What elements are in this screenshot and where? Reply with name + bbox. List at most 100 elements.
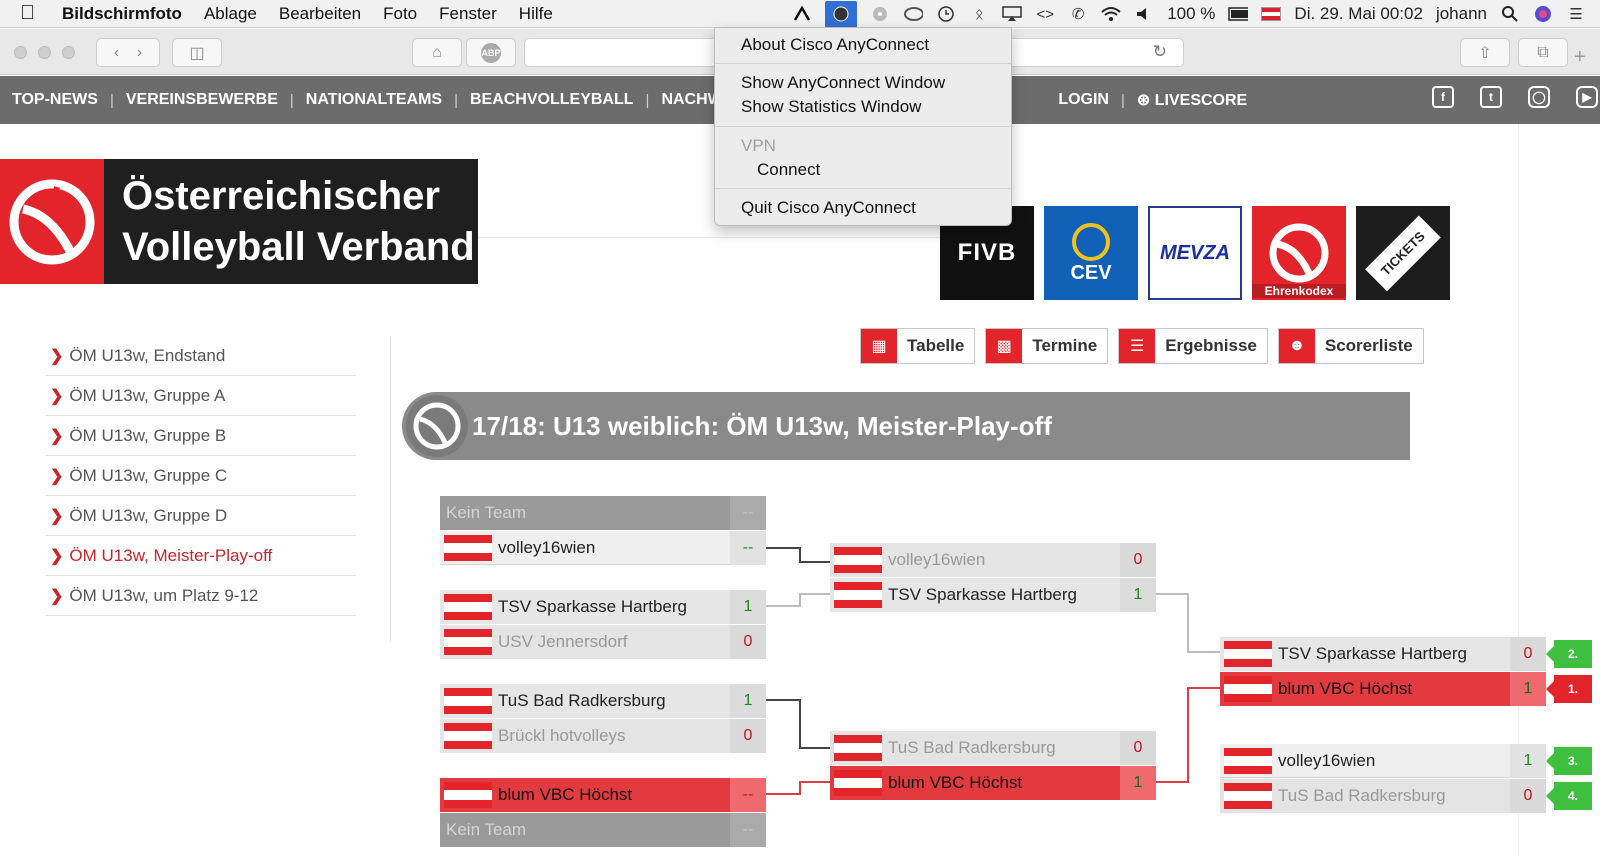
spotlight-icon[interactable]: [1500, 5, 1520, 23]
oevv-logo[interactable]: Österreichischer Volleyball Verband: [0, 159, 478, 284]
mevza-logo[interactable]: MEVZA: [1148, 206, 1242, 300]
phone-icon[interactable]: ✆: [1071, 6, 1085, 23]
cev-logo[interactable]: CEV: [1044, 206, 1138, 300]
table-icon: ▦: [861, 329, 897, 363]
input-source-flag-icon[interactable]: [1261, 7, 1282, 21]
menu-foto[interactable]: Foto: [368, 3, 417, 23]
back-icon[interactable]: ‹: [113, 43, 120, 61]
tickets-logo[interactable]: TICKETS: [1356, 206, 1450, 300]
apple-menu-icon[interactable]: : [0, 2, 51, 25]
sidebar-toggle-button[interactable]: ◫: [172, 38, 222, 67]
sidebar-item-meister-play-off[interactable]: ❯ÖM U13w, Meister-Play-off: [46, 536, 356, 576]
bracket-row[interactable]: volley16wien--: [440, 530, 766, 565]
sidebar-item-platz-9-12[interactable]: ❯ÖM U13w, um Platz 9-12: [46, 576, 356, 616]
forward-icon[interactable]: ›: [136, 43, 143, 61]
adblock-button[interactable]: ABP: [466, 38, 516, 67]
new-tab-icon[interactable]: +: [1574, 46, 1586, 68]
sidebar-item-label: ÖM U13w, Gruppe D: [69, 505, 228, 525]
clock[interactable]: Di. 29. Mai 00:02: [1294, 4, 1423, 23]
team-score: 1: [730, 590, 766, 624]
battery-icon[interactable]: [1228, 5, 1249, 23]
menu-item-show-window[interactable]: Show AnyConnect Window: [741, 73, 946, 92]
placement-badge: 1.: [1546, 675, 1592, 703]
cev-label: CEV: [1070, 261, 1112, 284]
menu-item-connect[interactable]: Connect: [757, 160, 821, 179]
placement-badge: 4.: [1546, 782, 1592, 810]
nav-vereinsbewerbe[interactable]: VEREINSBEWERBE: [125, 91, 278, 108]
bracket-row[interactable]: Kein Team--: [440, 496, 766, 530]
creative-cloud-icon[interactable]: [903, 5, 924, 23]
sidebar-item-gruppe-b[interactable]: ❯ÖM U13w, Gruppe B: [46, 416, 356, 456]
siri-icon[interactable]: [1533, 5, 1553, 23]
team-score: 1: [1510, 743, 1546, 778]
airplay-icon[interactable]: [1002, 5, 1022, 23]
tab-label: Ergebnisse: [1165, 336, 1257, 355]
menu-item-quit[interactable]: Quit Cisco AnyConnect: [741, 198, 916, 217]
nav-login[interactable]: LOGIN: [1058, 91, 1109, 108]
wifi-icon[interactable]: [1101, 5, 1121, 23]
tab-termine[interactable]: ▩Termine: [985, 328, 1109, 364]
tab-tabelle[interactable]: ▦Tabelle: [860, 328, 976, 364]
austria-flag-icon: [834, 547, 882, 573]
minimize-window-button[interactable]: [38, 46, 51, 59]
cisco-anyconnect-icon[interactable]: [825, 0, 858, 28]
tab-scorerliste[interactable]: ☻Scorerliste: [1277, 328, 1424, 364]
nav-top-news[interactable]: TOP-NEWS: [12, 91, 98, 108]
menu-item-about[interactable]: About Cisco AnyConnect: [741, 35, 930, 54]
twitter-icon[interactable]: t: [1480, 86, 1502, 108]
volleyball-logo-icon: [0, 159, 104, 284]
nav-livescore[interactable]: ⊛ LIVESCORE: [1125, 90, 1259, 110]
volume-icon[interactable]: [1134, 5, 1154, 23]
zoom-window-button[interactable]: [62, 46, 75, 59]
bracket-row[interactable]: Kein Team--: [440, 813, 766, 847]
sidebar-item-endstand[interactable]: ❯ÖM U13w, Endstand: [46, 336, 356, 376]
menu-bearbeiten[interactable]: Bearbeiten: [263, 3, 361, 23]
back-forward-buttons[interactable]: ‹ ›: [96, 38, 160, 67]
sidebar-item-gruppe-d[interactable]: ❯ÖM U13w, Gruppe D: [46, 496, 356, 536]
facebook-icon[interactable]: f: [1432, 86, 1454, 108]
nav-nationalteams[interactable]: NATIONALTEAMS: [305, 91, 443, 108]
close-window-button[interactable]: [14, 46, 27, 59]
bracket-row[interactable]: blum VBC Höchst--: [440, 778, 766, 812]
tool-icon[interactable]: [792, 5, 812, 23]
notification-center-icon[interactable]: ☰: [1569, 6, 1583, 23]
time-machine-icon[interactable]: [936, 5, 956, 23]
livescore-icon: ⊛: [1136, 92, 1151, 109]
sidebar-item-label: ÖM U13w, Gruppe C: [69, 465, 228, 485]
app-menu[interactable]: Bildschirmfoto: [47, 3, 182, 23]
share-button[interactable]: ⇧: [1460, 38, 1510, 67]
reload-icon[interactable]: ↻: [1152, 42, 1167, 61]
ehrenkodex-logo[interactable]: Ehrenkodex: [1252, 206, 1346, 300]
menu-separator: [715, 126, 1013, 127]
tabs-overview-button[interactable]: ⧉: [1518, 38, 1568, 67]
sidebar-item-gruppe-a[interactable]: ❯ÖM U13w, Gruppe A: [46, 376, 356, 416]
fivb-logo[interactable]: FIVB: [940, 206, 1034, 300]
bluetooth-icon[interactable]: ᛟ: [974, 5, 984, 23]
instagram-icon[interactable]: ◯: [1528, 86, 1550, 108]
youtube-icon[interactable]: ▶: [1576, 86, 1598, 108]
home-button[interactable]: ⌂: [412, 38, 462, 67]
menu-ablage[interactable]: Ablage: [188, 3, 257, 23]
menu-hilfe[interactable]: Hilfe: [503, 3, 553, 23]
user-name[interactable]: johann: [1435, 4, 1487, 23]
tab-ergebnisse[interactable]: ☰Ergebnisse: [1118, 328, 1268, 364]
menu-fenster[interactable]: Fenster: [424, 3, 497, 23]
disc-icon[interactable]: [870, 5, 890, 23]
nav-beachvolleyball[interactable]: BEACHVOLLEYBALL: [469, 91, 634, 108]
code-icon[interactable]: <>: [1036, 5, 1054, 23]
volleyball-icon: [406, 395, 468, 457]
sidebar-item-gruppe-c[interactable]: ❯ÖM U13w, Gruppe C: [46, 456, 356, 496]
menu-item-show-statistics[interactable]: Show Statistics Window: [741, 97, 922, 116]
